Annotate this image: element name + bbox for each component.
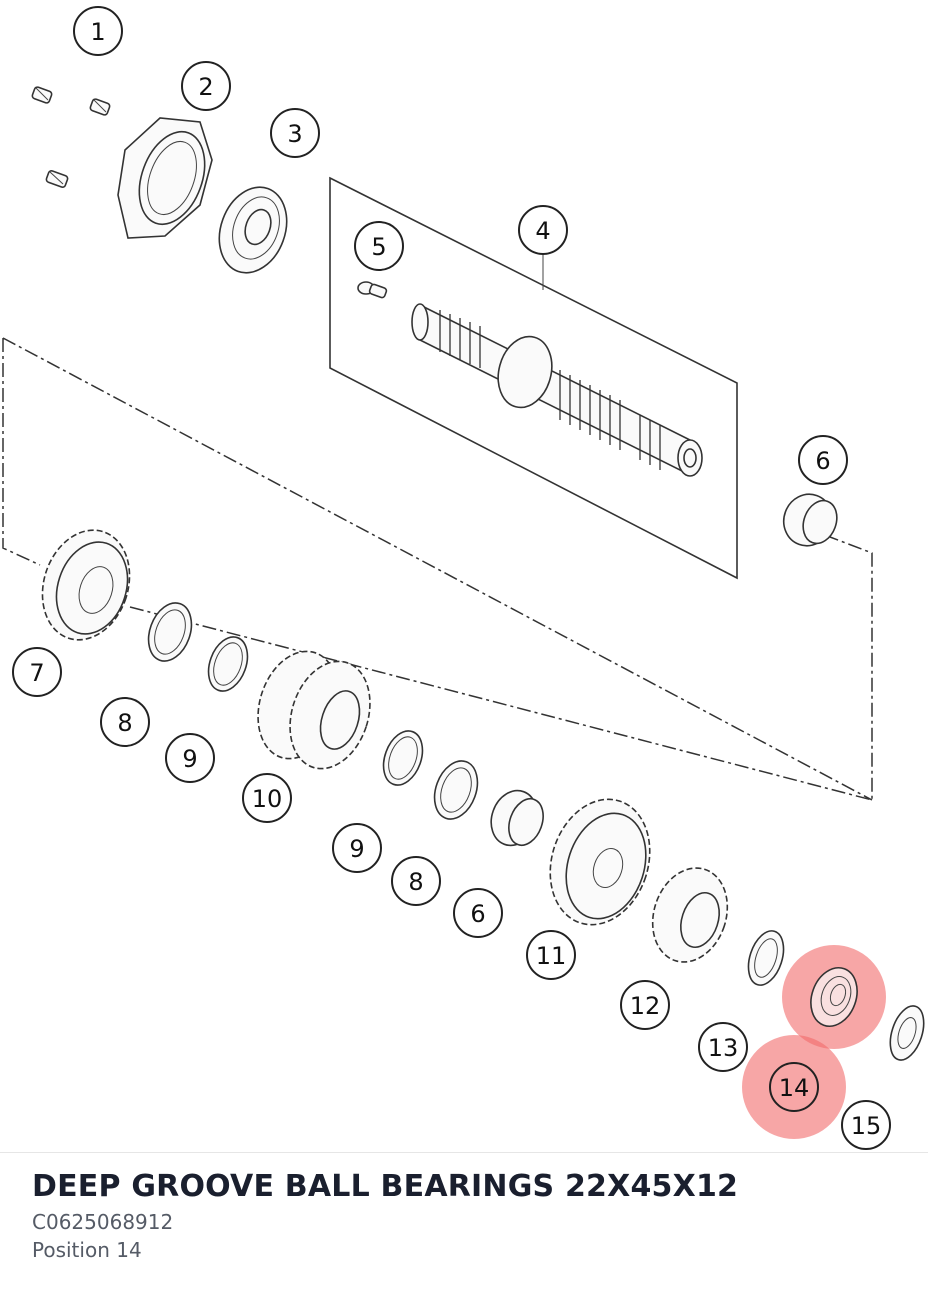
callout-5[interactable]: 5 bbox=[354, 221, 404, 271]
svg-text:8: 8 bbox=[117, 709, 132, 737]
callout-15[interactable]: 15 bbox=[841, 1100, 891, 1150]
part-title: DEEP GROOVE BALL BEARINGS 22X45X12 bbox=[32, 1169, 739, 1204]
callout-6[interactable]: 6 bbox=[453, 888, 503, 938]
callout-7[interactable]: 7 bbox=[12, 647, 62, 697]
needle-bearing-cage-icon[interactable] bbox=[141, 597, 199, 667]
large-gear-icon[interactable] bbox=[535, 786, 666, 937]
callout-8[interactable]: 8 bbox=[391, 856, 441, 906]
bushing-icon[interactable] bbox=[777, 487, 843, 552]
part-position: Position 14 bbox=[32, 1238, 142, 1262]
svg-text:2: 2 bbox=[198, 73, 213, 101]
svg-text:8: 8 bbox=[408, 868, 423, 896]
washer-icon[interactable] bbox=[742, 926, 790, 989]
svg-text:14: 14 bbox=[779, 1074, 810, 1102]
callout-9[interactable]: 9 bbox=[165, 733, 215, 783]
shaft-assembly-frame bbox=[329, 176, 738, 580]
svg-text:7: 7 bbox=[29, 659, 44, 687]
svg-text:3: 3 bbox=[287, 120, 302, 148]
callout-14[interactable]: 14 bbox=[769, 1062, 819, 1112]
bushing-icon[interactable] bbox=[484, 784, 549, 852]
callout-8[interactable]: 8 bbox=[100, 697, 150, 747]
callout-3[interactable]: 3 bbox=[270, 108, 320, 158]
small-gear-icon[interactable] bbox=[641, 858, 739, 972]
main-shaft-icon[interactable] bbox=[411, 303, 703, 477]
callout-6[interactable]: 6 bbox=[798, 435, 848, 485]
svg-text:11: 11 bbox=[536, 942, 567, 970]
screw-icon[interactable] bbox=[89, 98, 111, 116]
callout-9[interactable]: 9 bbox=[332, 823, 382, 873]
callout-10[interactable]: 10 bbox=[242, 773, 292, 823]
deep-groove-ball-bearing-icon[interactable] bbox=[803, 961, 865, 1032]
exploded-parts-diagram: 1 2 3 4 5 6 7 8 9 10 9 8 6 11 12 13 14 1… bbox=[2, 6, 928, 1150]
callout-12[interactable]: 12 bbox=[620, 980, 670, 1030]
svg-text:9: 9 bbox=[182, 745, 197, 773]
divider bbox=[0, 1152, 928, 1153]
double-gear-icon[interactable] bbox=[245, 641, 383, 779]
svg-text:5: 5 bbox=[371, 233, 386, 261]
svg-text:12: 12 bbox=[630, 992, 661, 1020]
washer-icon[interactable] bbox=[884, 1002, 928, 1065]
svg-text:9: 9 bbox=[349, 835, 364, 863]
thrust-washer-icon[interactable] bbox=[377, 726, 430, 791]
callout-1[interactable]: 1 bbox=[73, 6, 123, 56]
screw-icon[interactable] bbox=[45, 169, 69, 189]
highlight-marker bbox=[742, 1035, 846, 1139]
ball-bearing-icon[interactable] bbox=[208, 178, 298, 283]
svg-text:6: 6 bbox=[470, 900, 485, 928]
callout-2[interactable]: 2 bbox=[181, 61, 231, 111]
callout-11[interactable]: 11 bbox=[526, 930, 576, 980]
svg-text:4: 4 bbox=[535, 217, 550, 245]
part-info-panel: DEEP GROOVE BALL BEARINGS 22X45X12 C0625… bbox=[32, 1168, 908, 1264]
svg-text:1: 1 bbox=[90, 18, 105, 46]
bearing-retainer-icon[interactable] bbox=[117, 117, 217, 239]
gear-cluster-dashed-frame bbox=[2, 337, 873, 801]
svg-text:6: 6 bbox=[815, 447, 830, 475]
part-code: C0625068912 bbox=[32, 1210, 174, 1234]
callout-13[interactable]: 13 bbox=[698, 1022, 748, 1072]
gear-icon[interactable] bbox=[29, 519, 143, 651]
needle-bearing-cage-icon[interactable] bbox=[427, 755, 485, 825]
thrust-washer-icon[interactable] bbox=[202, 632, 255, 697]
svg-text:13: 13 bbox=[708, 1034, 739, 1062]
callout-4[interactable]: 4 bbox=[518, 205, 568, 255]
svg-text:10: 10 bbox=[252, 785, 283, 813]
svg-text:15: 15 bbox=[851, 1112, 882, 1140]
screw-icon[interactable] bbox=[31, 86, 53, 104]
small-screw-icon[interactable] bbox=[357, 281, 388, 299]
